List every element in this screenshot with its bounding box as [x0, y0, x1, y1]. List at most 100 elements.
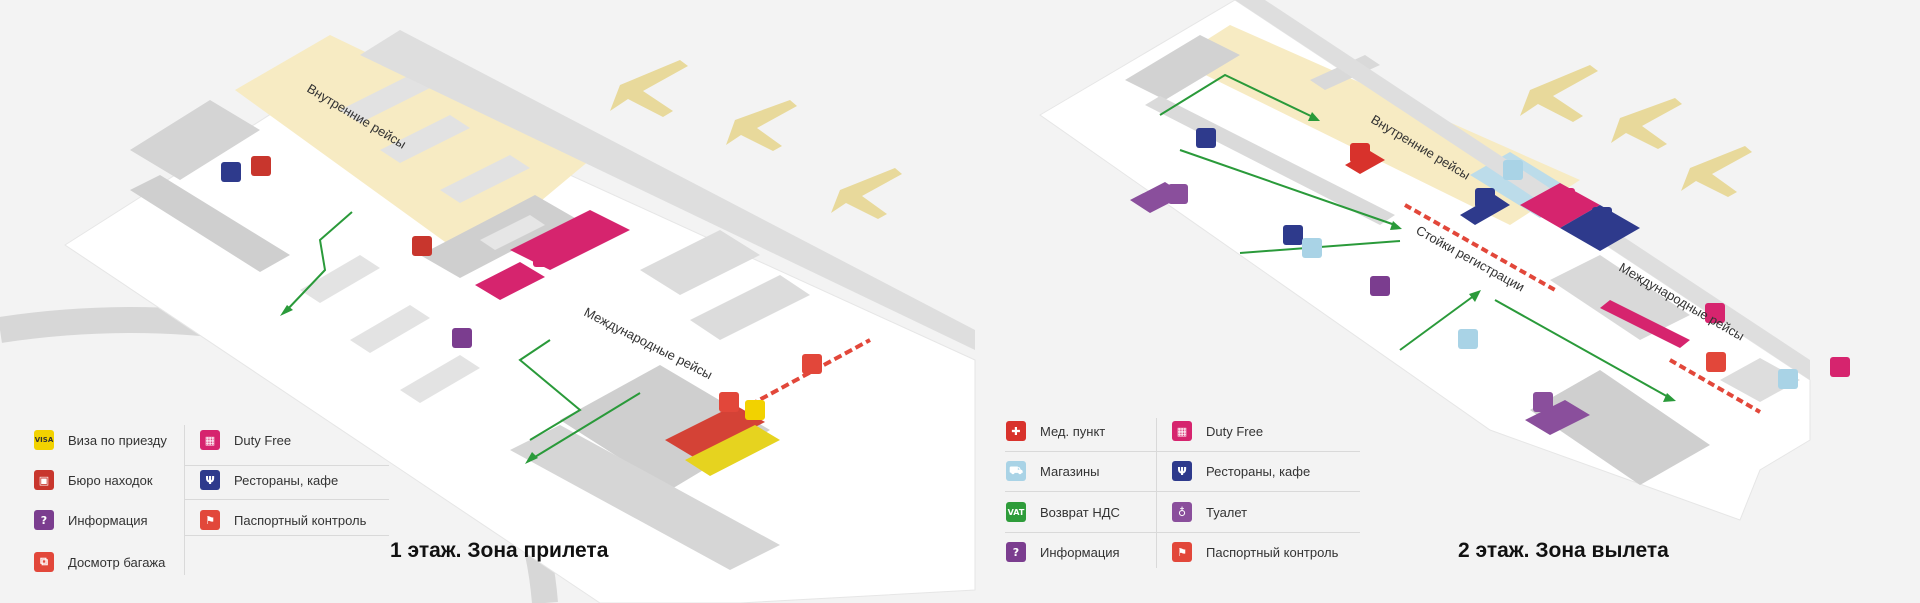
legend-item-info: ? Информация [1006, 539, 1120, 565]
legend-item-duty-free: ▦ Duty Free [1172, 418, 1263, 444]
passport-control-icon: ⚑ [1172, 542, 1192, 562]
legend-divider [1005, 491, 1360, 492]
building-block [130, 100, 260, 180]
shop-icon [1302, 238, 1322, 258]
passport-control-icon [1706, 352, 1726, 372]
route-arrow [1159, 73, 1316, 119]
legend-label: Магазины [1040, 463, 1100, 479]
vat-refund-icon: VAT [1006, 502, 1026, 522]
legend-item-shops: ⛟ Магазины [1006, 458, 1100, 484]
floor1-map: Внутренние рейсы Международные рейсы [0, 30, 976, 603]
legend-item-medical: ✚ Мед. пункт [1006, 418, 1105, 444]
restaurant-area [1460, 195, 1510, 225]
legend-label: Рестораны, кафе [1206, 463, 1311, 479]
arrow-head [1469, 290, 1481, 302]
legend-label: Мед. пункт [1040, 423, 1106, 439]
legend-label: Паспортный контроль [234, 512, 367, 528]
restaurant-icon [1592, 207, 1612, 227]
info-icon: ? [1006, 542, 1026, 562]
legend-item-vat: VAT Возврат НДС [1006, 499, 1120, 525]
legend-label: Паспортный контроль [1206, 544, 1339, 560]
pier [440, 155, 530, 203]
legend-label: Информация [1040, 544, 1120, 560]
legend-divider [184, 499, 389, 500]
duty-free-area [475, 262, 545, 300]
arrow-head [1390, 221, 1402, 230]
info-icon: ? [34, 510, 54, 530]
building-block [640, 230, 760, 295]
building-block [510, 425, 780, 570]
plane-icon [610, 60, 902, 219]
route-arrow [518, 339, 582, 441]
info-icon [1370, 276, 1390, 296]
building-block [690, 275, 810, 340]
info-icon [452, 328, 472, 348]
legend-label: Duty Free [234, 432, 292, 448]
legend-item-restaurants: Ψ Рестораны, кафе [200, 467, 338, 493]
visa-icon: VISA [34, 430, 54, 450]
plane-icon [1520, 65, 1752, 197]
legend-label: Рестораны, кафе [234, 472, 339, 488]
lost-and-found-icon [251, 156, 271, 176]
legend-item-passport: ⚑ Паспортный контроль [200, 507, 366, 533]
restaurant-icon: Ψ [1172, 461, 1192, 481]
duty-free-icon [1705, 303, 1725, 323]
legend-divider [184, 465, 389, 466]
restaurant-icon [1283, 225, 1303, 245]
arrow-head [1663, 393, 1676, 402]
arrow-head [280, 305, 293, 316]
passport-counters [1668, 358, 1762, 414]
restaurant-icon: Ψ [200, 470, 220, 490]
legend-label: Duty Free [1206, 423, 1264, 439]
restaurant-icon [1196, 128, 1216, 148]
passport-control-icon [802, 354, 822, 374]
apron-strip [1235, 0, 1810, 380]
legend-divider [1156, 418, 1157, 568]
route-arrow [1399, 294, 1476, 351]
route-arrow [284, 211, 353, 313]
shop-icon [1503, 160, 1523, 180]
duty-free-icon [1830, 357, 1850, 377]
restaurant-area [1560, 205, 1640, 251]
legend-item-lost-found: ▣ Бюро находок [34, 467, 153, 493]
legend-label: Возврат НДС [1040, 504, 1120, 520]
apron-strip [360, 30, 975, 350]
route-arrow [1179, 149, 1396, 226]
arrow-head [525, 452, 538, 464]
toilet-icon [1168, 184, 1188, 204]
building-block [1530, 370, 1710, 485]
building-block [130, 175, 290, 272]
legend-item-baggage: ⧉ Досмотр багажа [34, 549, 165, 575]
floor2-title: 2 этаж. Зона вылета [1458, 539, 1669, 562]
baggage-check-icon [719, 392, 739, 412]
legend-label: Информация [68, 512, 148, 528]
toilet-icon [1533, 392, 1553, 412]
duty-free-area [1600, 300, 1690, 348]
legend-label: Бюро находок [68, 472, 153, 488]
toilet-area [1525, 400, 1590, 435]
shop-icon: ⛟ [1006, 461, 1026, 481]
passport-control-area [665, 405, 765, 458]
restaurant-icon [221, 162, 241, 182]
shop-icon [1458, 329, 1478, 349]
pier [380, 115, 470, 163]
building-block [1720, 358, 1800, 402]
duty-free-icon [1555, 188, 1575, 208]
legend-item-restaurants: Ψ Рестораны, кафе [1172, 458, 1310, 484]
arrow-head [1308, 112, 1320, 121]
legend-divider [184, 535, 389, 536]
lost-and-found-icon [412, 236, 432, 256]
floor1-title: 1 этаж. Зона прилета [390, 539, 609, 562]
duty-free-icon: ▦ [200, 430, 220, 450]
legend-divider [1005, 451, 1360, 452]
medical-icon [1350, 143, 1370, 163]
legend-divider [1005, 532, 1360, 533]
pier [400, 355, 480, 403]
route-arrow [1494, 299, 1671, 399]
lost-and-found-icon: ▣ [34, 470, 54, 490]
toilet-icon: ♁ [1172, 502, 1192, 522]
floor2-map: Внутренние рейсы Стойки регистрации Межд… [1039, 0, 1850, 521]
restaurant-icon [1475, 188, 1495, 208]
building-block [1550, 255, 1690, 340]
